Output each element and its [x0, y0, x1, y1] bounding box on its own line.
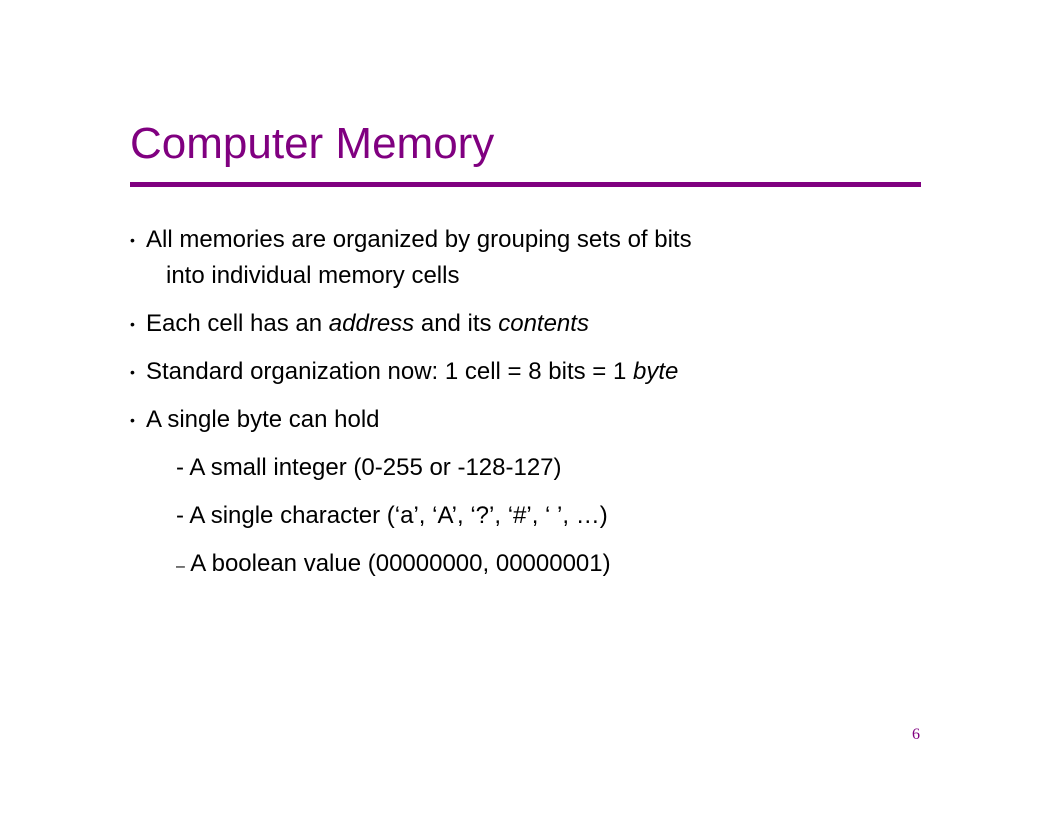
- bullet-dot-icon: •: [130, 232, 135, 248]
- page-number: 6: [912, 726, 920, 743]
- sub-item-single-character: - A single character (‘a’, ‘A’, ‘?’, ‘#’…: [176, 502, 608, 529]
- bullet-dot-icon: •: [130, 316, 135, 332]
- slide-title: Computer Memory: [130, 119, 495, 168]
- bullet-item-byte-hold: • A single byte can hold: [130, 402, 920, 438]
- bullet-text-line1: All memories are organized by grouping s…: [146, 226, 692, 253]
- bullet-dot-icon: •: [130, 412, 135, 428]
- bullet-item-standard-organization: • Standard organization now: 1 cell = 8 …: [130, 354, 920, 390]
- sub-item-small-integer: - A small integer (0-255 or -128-127): [176, 454, 562, 481]
- bullet-item-cell-address: • Each cell has an address and its conte…: [130, 306, 920, 342]
- sub-item-dash: –: [176, 558, 185, 575]
- bullet-emphasis-contents: contents: [498, 310, 589, 337]
- bullet-text: and its: [414, 310, 499, 337]
- title-underline: [130, 182, 921, 187]
- bullet-text-line2: into individual memory cells: [166, 262, 460, 289]
- bullet-text: Standard organization now: 1 cell = 8 bi…: [146, 358, 633, 385]
- bullet-emphasis-byte: byte: [632, 358, 679, 385]
- sub-item-text: A boolean value (00000000, 00000001): [184, 550, 611, 577]
- slide-content: • All memories are organized by grouping…: [130, 222, 920, 585]
- bullet-text: A single byte can hold: [146, 406, 380, 433]
- bullet-dot-icon: •: [130, 364, 135, 380]
- bullet-text: Each cell has an: [146, 310, 329, 337]
- bullet-emphasis-address: address: [328, 310, 415, 337]
- bullet-item-memory-organization: • All memories are organized by grouping…: [130, 222, 920, 294]
- sub-item-boolean: – A boolean value (00000000, 00000001): [130, 546, 920, 585]
